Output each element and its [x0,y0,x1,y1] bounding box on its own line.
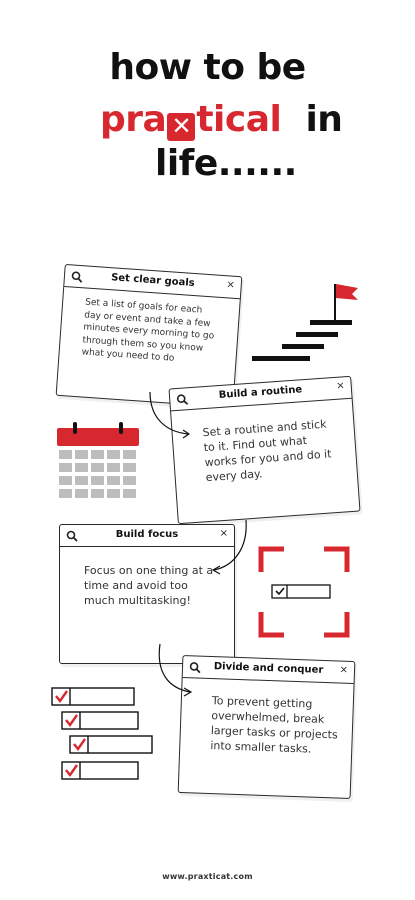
card-titlebar: Build focus × [60,525,234,547]
card-titlebar: Build a routine × [169,376,352,412]
card-title: Build focus [115,529,179,540]
headline-line-1: how to be [109,47,306,88]
card-titlebar: Set clear goals × [64,265,242,300]
brand-prefix: pra [100,99,167,140]
search-icon [189,662,201,674]
card-titlebar: Divide and conquer × [182,656,355,685]
search-icon [176,394,189,405]
card-text: Focus on one thing at a time and avoid t… [84,564,214,607]
brand-x-icon: ✕ [167,113,196,141]
headline-line-2: pra✕tical in [100,98,343,142]
search-icon [66,530,78,542]
card-build-focus: Build focus × Focus on one thing at a ti… [59,524,235,664]
checklist-icon [51,687,153,780]
card-build-a-routine: Build a routine × Set a routine and stic… [168,375,361,525]
card-set-clear-goals: Set clear goals × Set a list of goals fo… [55,263,243,409]
focus-frame-icon [258,546,350,638]
stairs-flag-icon [252,284,358,361]
footer-url[interactable]: www.praxticat.com [162,872,253,881]
search-icon [71,271,83,283]
brand-suffix: tical [196,99,282,140]
headline-line-3: life...... [155,143,297,184]
card-divide-and-conquer: Divide and conquer × To prevent getting … [177,655,356,799]
close-icon[interactable]: × [219,528,228,539]
headline-in: in [305,99,343,140]
calendar-icon [57,422,139,498]
